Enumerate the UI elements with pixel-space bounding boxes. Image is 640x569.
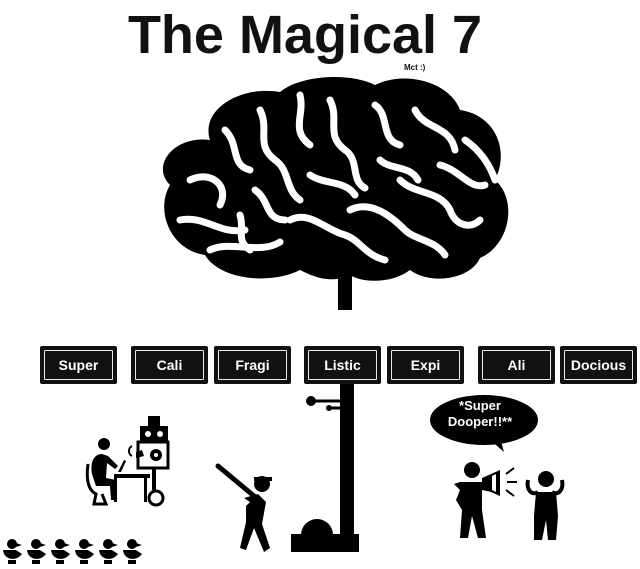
duck-icon — [99, 539, 118, 564]
author-credit: Mct :) — [404, 63, 426, 72]
duck-icon — [123, 539, 142, 564]
tile-label: Cali — [156, 357, 183, 373]
duck-icon — [75, 539, 94, 564]
tile-label: Super — [58, 357, 99, 373]
batter-icon — [215, 463, 272, 552]
speech-line-2: Dooper!!** — [447, 414, 513, 429]
tile-label: Listic — [324, 357, 361, 373]
ball-icon — [301, 519, 333, 551]
duck-icon — [27, 539, 46, 564]
tile-label: Docious — [570, 357, 627, 373]
tile-ali: Ali — [478, 346, 555, 384]
speech-text: *Super Dooper!!** — [428, 398, 532, 430]
listening-person-icon — [525, 471, 565, 540]
diagram-title: The Magical 7 — [127, 5, 483, 65]
duck-icon — [3, 539, 22, 564]
duck-row — [3, 539, 142, 564]
tile-super: Super — [40, 346, 117, 384]
speech-bubble — [430, 395, 538, 452]
tile-fragi: Fragi — [214, 346, 291, 384]
brain-icon — [162, 76, 509, 310]
tile-docious: Docious — [560, 346, 637, 384]
tile-label: Ali — [507, 357, 526, 373]
tile-label: Expi — [410, 357, 441, 373]
tile-expi: Expi — [387, 346, 464, 384]
tile-cali: Cali — [131, 346, 208, 384]
tile-label: Fragi — [235, 357, 270, 373]
speech-line-1: *Super — [459, 398, 501, 413]
megaphone-person-icon — [454, 462, 517, 538]
tile-listic: Listic — [304, 346, 381, 384]
desk-worker-icon — [85, 438, 150, 506]
duck-icon — [51, 539, 70, 564]
robot-machine-icon — [128, 416, 170, 507]
